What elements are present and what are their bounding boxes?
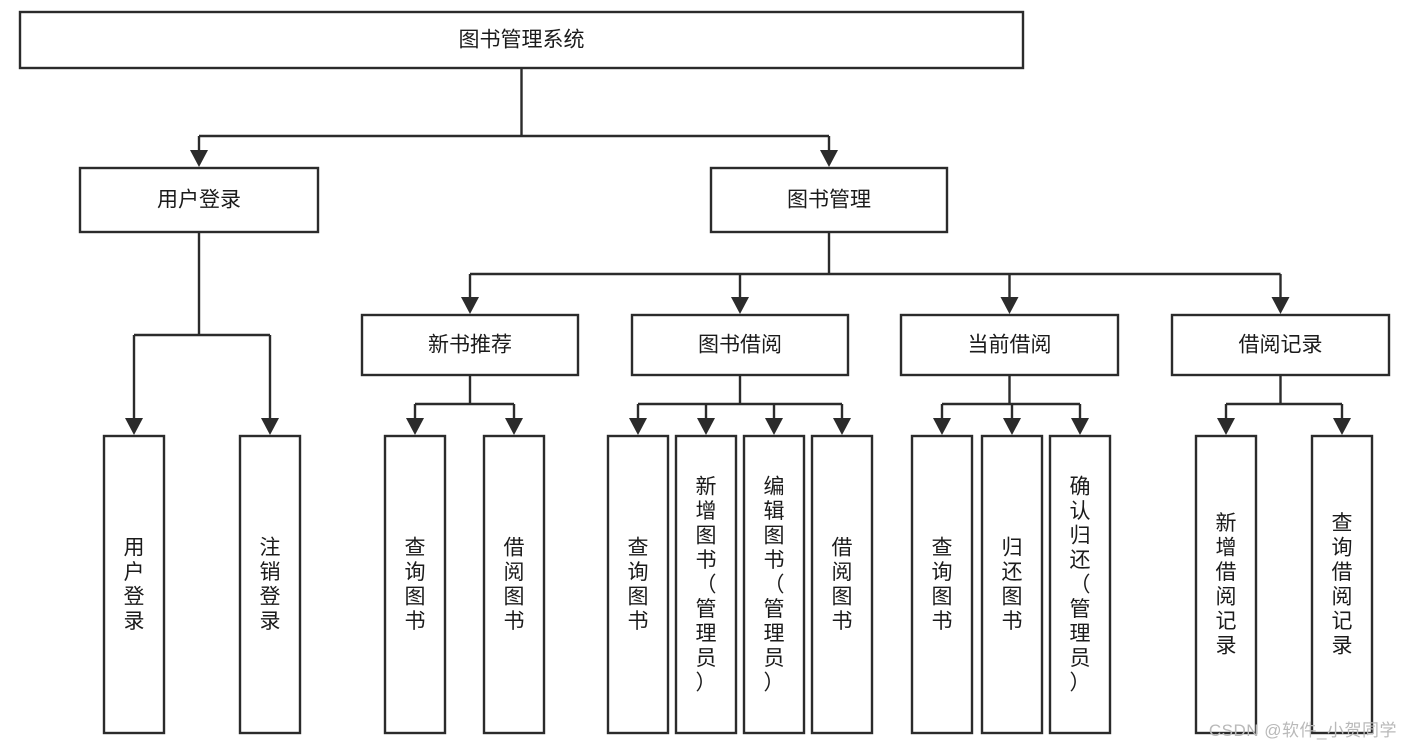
- node-box: [742, 434, 806, 735]
- node-leaf-leaf-add-record[interactable]: 新增借阅记录: [1194, 434, 1258, 735]
- node-leaf-leaf-query-record[interactable]: 查询借阅记录: [1310, 434, 1374, 735]
- node-label: 查询图书: [628, 537, 649, 634]
- node-level2-book-manage[interactable]: 图书管理: [709, 166, 949, 234]
- arrowhead: [933, 418, 951, 435]
- node-leaf-leaf-return-book[interactable]: 归还图书: [980, 434, 1044, 735]
- node-label: 借阅记录: [1239, 334, 1323, 357]
- node-label: 注销登录: [260, 537, 281, 634]
- arrowhead: [765, 418, 783, 435]
- node-label: 查询图书: [932, 537, 953, 634]
- node-box: [1170, 313, 1391, 377]
- node-leaf-leaf-borrow-book-2[interactable]: 借阅图书: [810, 434, 874, 735]
- arrowhead: [833, 418, 851, 435]
- node-label: 归还图书: [1002, 537, 1023, 634]
- node-label: 编辑图书（管理员）: [764, 475, 785, 694]
- node-box: [102, 434, 166, 735]
- arrowhead: [261, 418, 279, 435]
- node-label: 新增图书（管理员）: [696, 475, 717, 694]
- node-box: [360, 313, 580, 377]
- arrowhead: [1000, 297, 1019, 314]
- node-level3-book-borrow[interactable]: 图书借阅: [630, 313, 850, 377]
- node-label: 图书借阅: [698, 334, 782, 357]
- watermark-text: CSDN @软件_小贺同学: [1208, 721, 1397, 740]
- node-leaf-leaf-query-book-1[interactable]: 查询图书: [383, 434, 447, 735]
- node-box: [1048, 434, 1112, 735]
- arrowhead: [461, 297, 479, 314]
- node-leaf-leaf-confirm-return[interactable]: 确认归还（管理员）: [1048, 434, 1112, 735]
- node-label: 新书推荐: [428, 334, 512, 357]
- arrowhead: [1071, 418, 1089, 435]
- node-layer: 图书管理系统用户登录图书管理新书推荐图书借阅当前借阅借阅记录用户登录注销登录查询…: [18, 10, 1391, 735]
- node-leaf-leaf-query-book-3[interactable]: 查询图书: [910, 434, 974, 735]
- arrowhead: [629, 418, 647, 435]
- node-box: [674, 434, 738, 735]
- node-label: 图书管理系统: [459, 29, 585, 52]
- node-label: 确认归还（管理员）: [1070, 475, 1091, 694]
- arrowhead: [697, 418, 715, 435]
- node-label: 用户登录: [124, 537, 145, 634]
- arrowhead: [1003, 418, 1021, 435]
- arrowhead: [1217, 418, 1235, 435]
- node-label: 查询图书: [405, 537, 426, 634]
- arrowhead: [505, 418, 523, 435]
- node-level3-borrow-record[interactable]: 借阅记录: [1170, 313, 1391, 377]
- node-box: [910, 434, 974, 735]
- node-box: [1194, 434, 1258, 735]
- arrowhead: [1271, 297, 1290, 314]
- node-leaf-leaf-edit-book[interactable]: 编辑图书（管理员）: [742, 434, 806, 735]
- node-leaf-leaf-user-login[interactable]: 用户登录: [102, 434, 166, 735]
- node-level2-user-login[interactable]: 用户登录: [78, 166, 320, 234]
- node-box: [1310, 434, 1374, 735]
- node-label: 借阅图书: [504, 537, 525, 634]
- node-label: 新增借阅记录: [1216, 512, 1237, 658]
- node-box: [980, 434, 1044, 735]
- arrowhead: [820, 150, 838, 167]
- arrowhead: [731, 297, 749, 314]
- node-leaf-leaf-user-logout[interactable]: 注销登录: [238, 434, 302, 735]
- arrowhead: [1333, 418, 1351, 435]
- node-box: [78, 166, 320, 234]
- arrowhead: [190, 150, 208, 167]
- arrowhead: [406, 418, 424, 435]
- node-box: [18, 10, 1025, 70]
- node-box: [606, 434, 670, 735]
- node-label: 用户登录: [157, 189, 241, 212]
- node-label: 图书管理: [787, 189, 871, 212]
- node-box: [238, 434, 302, 735]
- node-leaf-leaf-borrow-book-1[interactable]: 借阅图书: [482, 434, 546, 735]
- node-level3-new-book-recommend[interactable]: 新书推荐: [360, 313, 580, 377]
- node-box: [810, 434, 874, 735]
- node-box: [383, 434, 447, 735]
- arrowhead: [125, 418, 143, 435]
- node-root[interactable]: 图书管理系统: [18, 10, 1025, 70]
- node-label: 借阅图书: [832, 537, 853, 634]
- node-box: [630, 313, 850, 377]
- node-level3-current-borrow[interactable]: 当前借阅: [899, 313, 1120, 377]
- node-leaf-leaf-query-book-2[interactable]: 查询图书: [606, 434, 670, 735]
- node-box: [482, 434, 546, 735]
- node-leaf-leaf-add-book[interactable]: 新增图书（管理员）: [674, 434, 738, 735]
- node-label: 查询借阅记录: [1332, 512, 1353, 658]
- node-box: [709, 166, 949, 234]
- node-box: [899, 313, 1120, 377]
- connector-layer: [125, 68, 1351, 435]
- node-label: 当前借阅: [968, 334, 1052, 357]
